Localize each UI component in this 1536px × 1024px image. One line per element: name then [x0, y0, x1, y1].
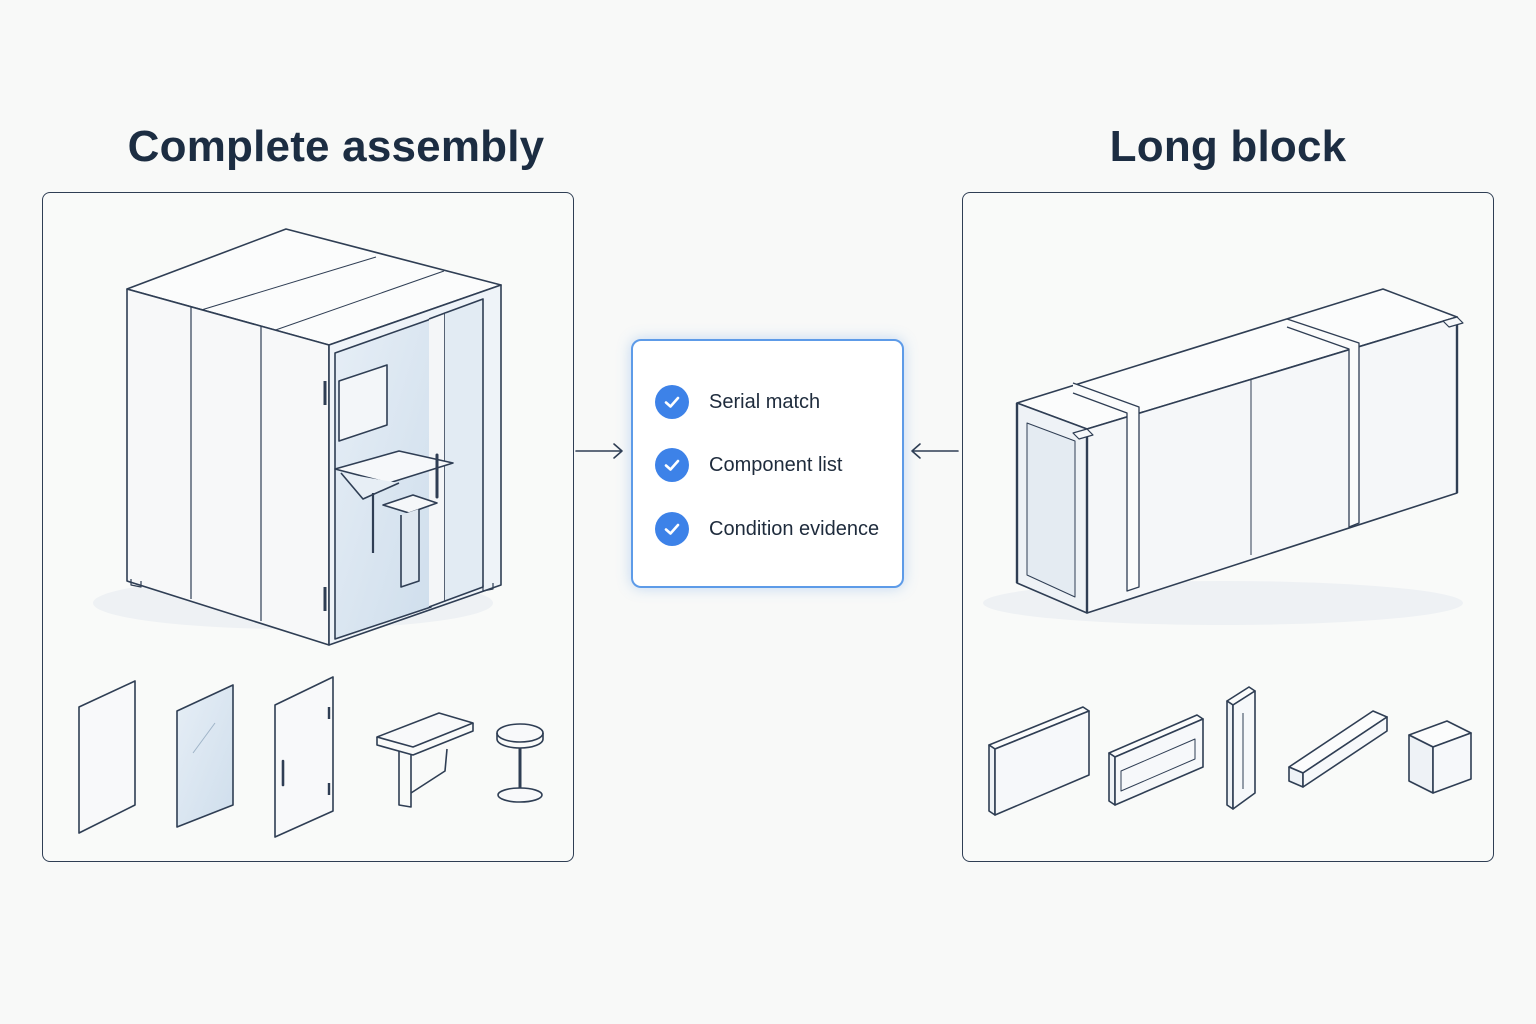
- check-icon: [655, 448, 689, 482]
- checklist-item-label: Component list: [709, 453, 843, 476]
- long-block-illustration: [983, 288, 1472, 816]
- check-icon: [655, 512, 689, 546]
- desk-icon: [376, 712, 474, 808]
- checklist-item-component-list: Component list: [655, 447, 842, 483]
- complete-assembly-panel: [42, 192, 574, 862]
- long-block-title: Long block: [1109, 122, 1347, 171]
- arrow-left-icon: [911, 443, 959, 459]
- complete-assembly-illustration: [78, 228, 544, 838]
- flat-panel-icon: [988, 706, 1090, 816]
- cube-box-icon: [1408, 720, 1472, 794]
- framed-panel-icon: [1108, 714, 1204, 806]
- long-block-panel: [962, 192, 1494, 862]
- checklist-item-condition-evidence: Condition evidence: [655, 511, 879, 547]
- arrow-right-icon: [575, 443, 623, 459]
- checklist-item-label: Condition evidence: [709, 517, 880, 540]
- glass-panel-icon: [176, 684, 234, 828]
- crated-package-icon: [983, 288, 1464, 625]
- wall-panel-icon: [78, 680, 136, 834]
- beam-icon: [1288, 710, 1388, 788]
- checklist-item-label: Serial match: [709, 390, 821, 413]
- office-phone-booth-icon: [93, 228, 502, 646]
- stool-icon: [496, 723, 544, 803]
- check-icon: [655, 385, 689, 419]
- checklist-item-serial-match: Serial match: [655, 384, 820, 420]
- complete-assembly-title: Complete assembly: [127, 122, 545, 171]
- verification-checklist: Serial match Component list Condition ev…: [631, 339, 904, 588]
- door-panel-icon: [274, 676, 334, 838]
- tall-panel-icon: [1226, 686, 1256, 810]
